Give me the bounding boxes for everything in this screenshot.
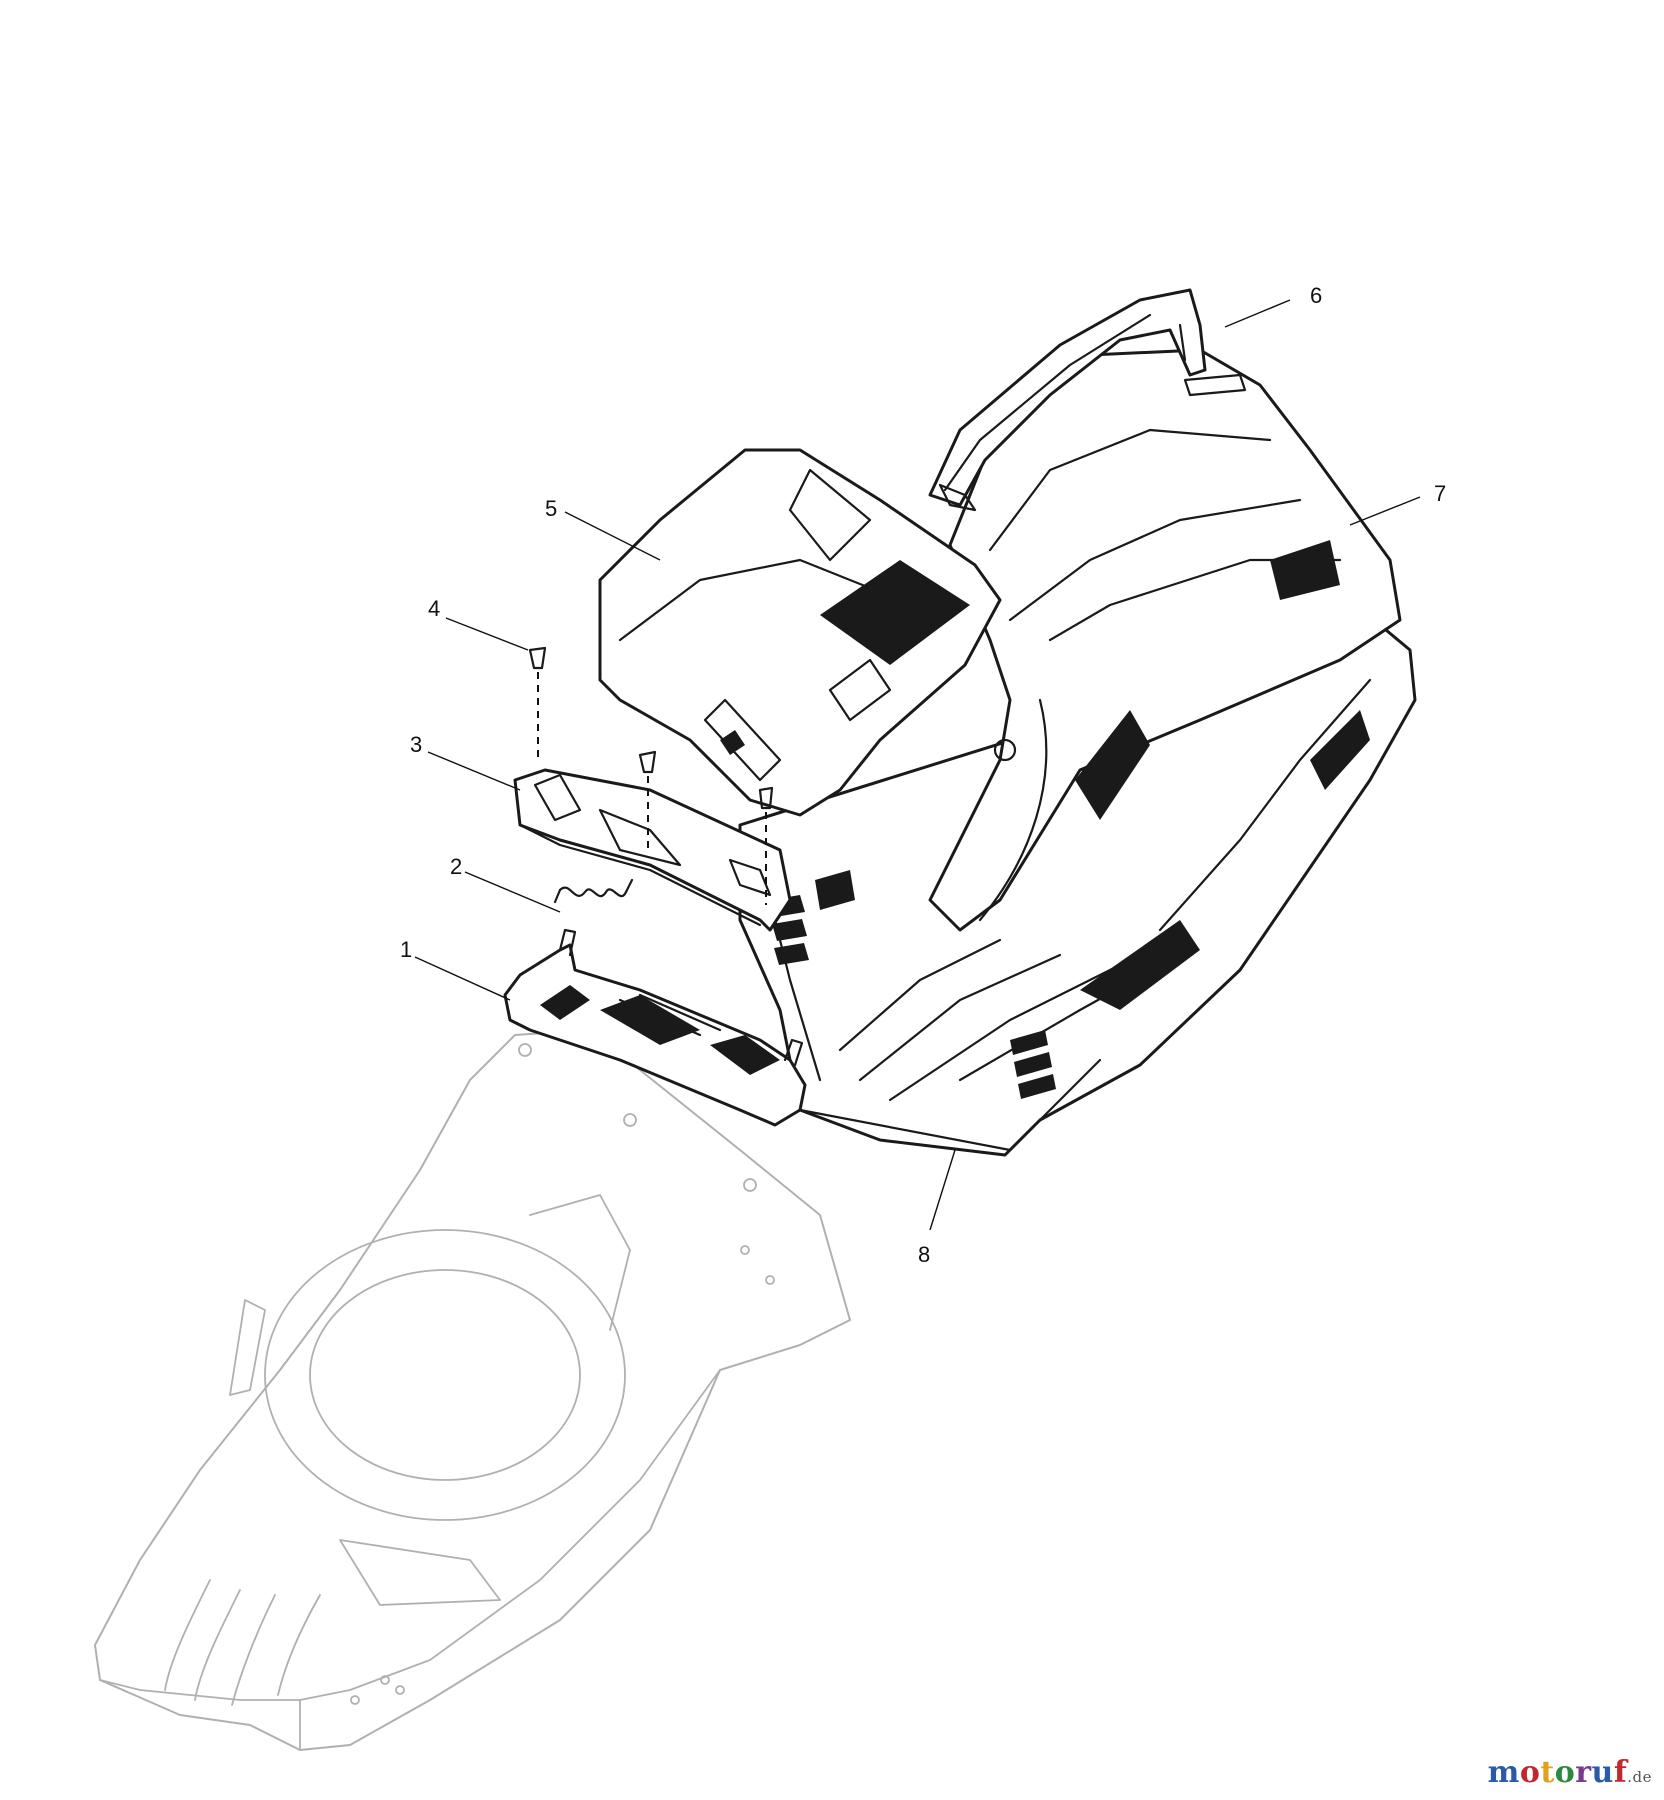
callout-labels: 1 2 3 4 5 6 7 8 — [400, 283, 1446, 1267]
leader-5 — [564, 511, 661, 561]
flap — [513, 768, 792, 932]
watermark-letter: u — [1591, 1755, 1614, 1790]
handle — [928, 288, 1207, 512]
leader-3 — [427, 751, 521, 791]
spring — [553, 878, 634, 904]
watermark-letter: r — [1575, 1755, 1592, 1790]
leader-1 — [414, 956, 511, 1001]
watermark-letter: o — [1554, 1755, 1576, 1790]
callout-8: 8 — [918, 1242, 930, 1267]
grass-bag-top-cover — [598, 448, 1017, 817]
callout-1: 1 — [400, 937, 412, 962]
grass-bag-base — [738, 623, 1417, 1157]
leader-2 — [464, 871, 561, 913]
screws — [528, 646, 774, 905]
watermark-letter: o — [1519, 1755, 1541, 1790]
watermark-letter: f — [1613, 1755, 1628, 1790]
watermark-brand: motoruf — [1488, 1755, 1628, 1790]
callout-4: 4 — [428, 596, 440, 621]
watermark-logo: motoruf.de — [1488, 1755, 1652, 1790]
leader-lines — [414, 299, 1421, 1231]
watermark-letter: t — [1540, 1755, 1555, 1790]
watermark-letter: m — [1487, 1755, 1520, 1790]
callout-2: 2 — [450, 854, 462, 879]
watermark-tld: .de — [1627, 1768, 1652, 1786]
leader-8 — [929, 1149, 956, 1231]
leader-6 — [1224, 299, 1291, 328]
callout-3: 3 — [410, 732, 422, 757]
callout-7: 7 — [1434, 481, 1446, 506]
leader-7 — [1349, 496, 1421, 526]
callout-5: 5 — [545, 496, 557, 521]
mower-deck — [94, 1029, 851, 1751]
callout-6: 6 — [1310, 283, 1322, 308]
leader-4 — [445, 617, 529, 651]
spring-holder — [503, 928, 807, 1127]
